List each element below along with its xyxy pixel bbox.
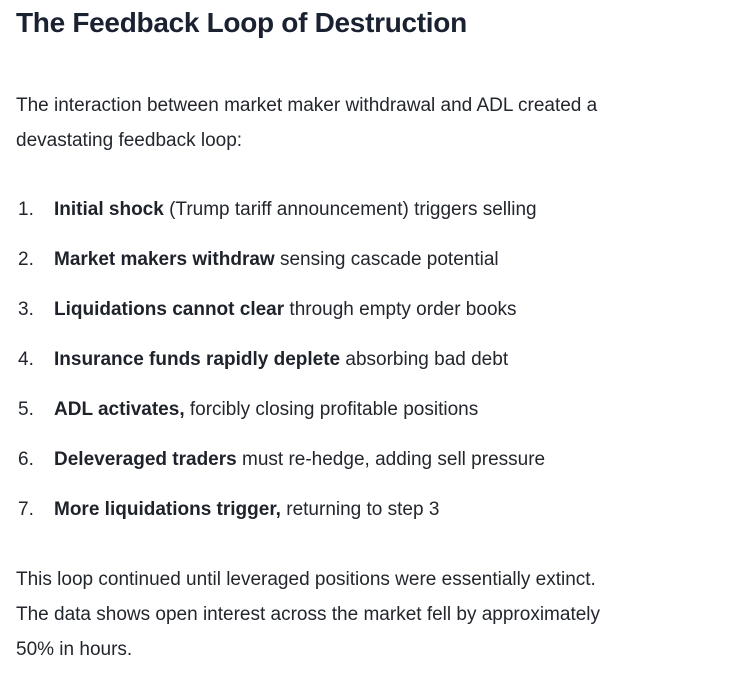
list-item: 5. ADL activates, forcibly closing profit… xyxy=(16,398,726,422)
list-item-text: (Trump tariff announcement) triggers sel… xyxy=(163,199,537,220)
list-item-bold-text: ADL activates, xyxy=(54,399,185,420)
list-item-bold-text: Liquidations cannot clear xyxy=(54,299,285,320)
list-item-bold-text: More liquidations trigger, xyxy=(54,499,281,520)
list-item-bold-text: Deleveraged traders xyxy=(54,449,237,470)
list-item-text: forcibly closing profitable positions xyxy=(184,399,479,420)
list-item-bold-text: Insurance funds rapidly deplete xyxy=(54,349,341,370)
list-item-text: sensing cascade potential xyxy=(274,249,499,270)
list-item-bold-text: Initial shock xyxy=(54,199,164,220)
list-item-number: 5. xyxy=(18,399,34,420)
intro-line: The interaction between market maker wit… xyxy=(16,95,598,116)
list-item-number: 4. xyxy=(18,349,34,370)
list-item: 2. Market makers withdraw sensing cascade… xyxy=(16,248,726,272)
feedback-loop-list: 1. Initial shock (Trump tariff announceme… xyxy=(16,198,726,522)
list-item-text: absorbing bad debt xyxy=(340,349,509,370)
intro-line: devastating feedback loop: xyxy=(16,130,243,151)
list-item: 4. Insurance funds rapidly deplete absorb… xyxy=(16,348,726,372)
list-item-number: 1. xyxy=(18,199,34,220)
outro-line: The data shows open interest across the … xyxy=(16,604,601,625)
outro-line: 50% in hours. xyxy=(16,639,133,660)
outro-line: This loop continued until leveraged posi… xyxy=(16,569,596,590)
intro-paragraph: The interaction between market maker wit… xyxy=(16,88,726,158)
list-item: 1. Initial shock (Trump tariff announceme… xyxy=(16,198,726,222)
page-title: The Feedback Loop of Destruction xyxy=(16,7,467,38)
list-item: 6. Deleveraged traders must re-hedge, add… xyxy=(16,448,726,472)
list-item-text: through empty order books xyxy=(284,299,517,320)
list-item: 3. Liquidations cannot clear through empt… xyxy=(16,298,726,322)
list-item-number: 2. xyxy=(18,249,34,270)
list-item-bold-text: Market makers withdraw xyxy=(54,249,275,270)
list-item-text: returning to step 3 xyxy=(280,499,440,520)
list-item-number: 3. xyxy=(18,299,34,320)
list-item-number: 7. xyxy=(18,499,34,520)
list-item: 7. More liquidations trigger, returning t… xyxy=(16,498,726,522)
list-item-number: 6. xyxy=(18,449,34,470)
outro-paragraph: This loop continued until leveraged posi… xyxy=(16,562,726,667)
list-item-text: must re-hedge, adding sell pressure xyxy=(236,449,546,470)
